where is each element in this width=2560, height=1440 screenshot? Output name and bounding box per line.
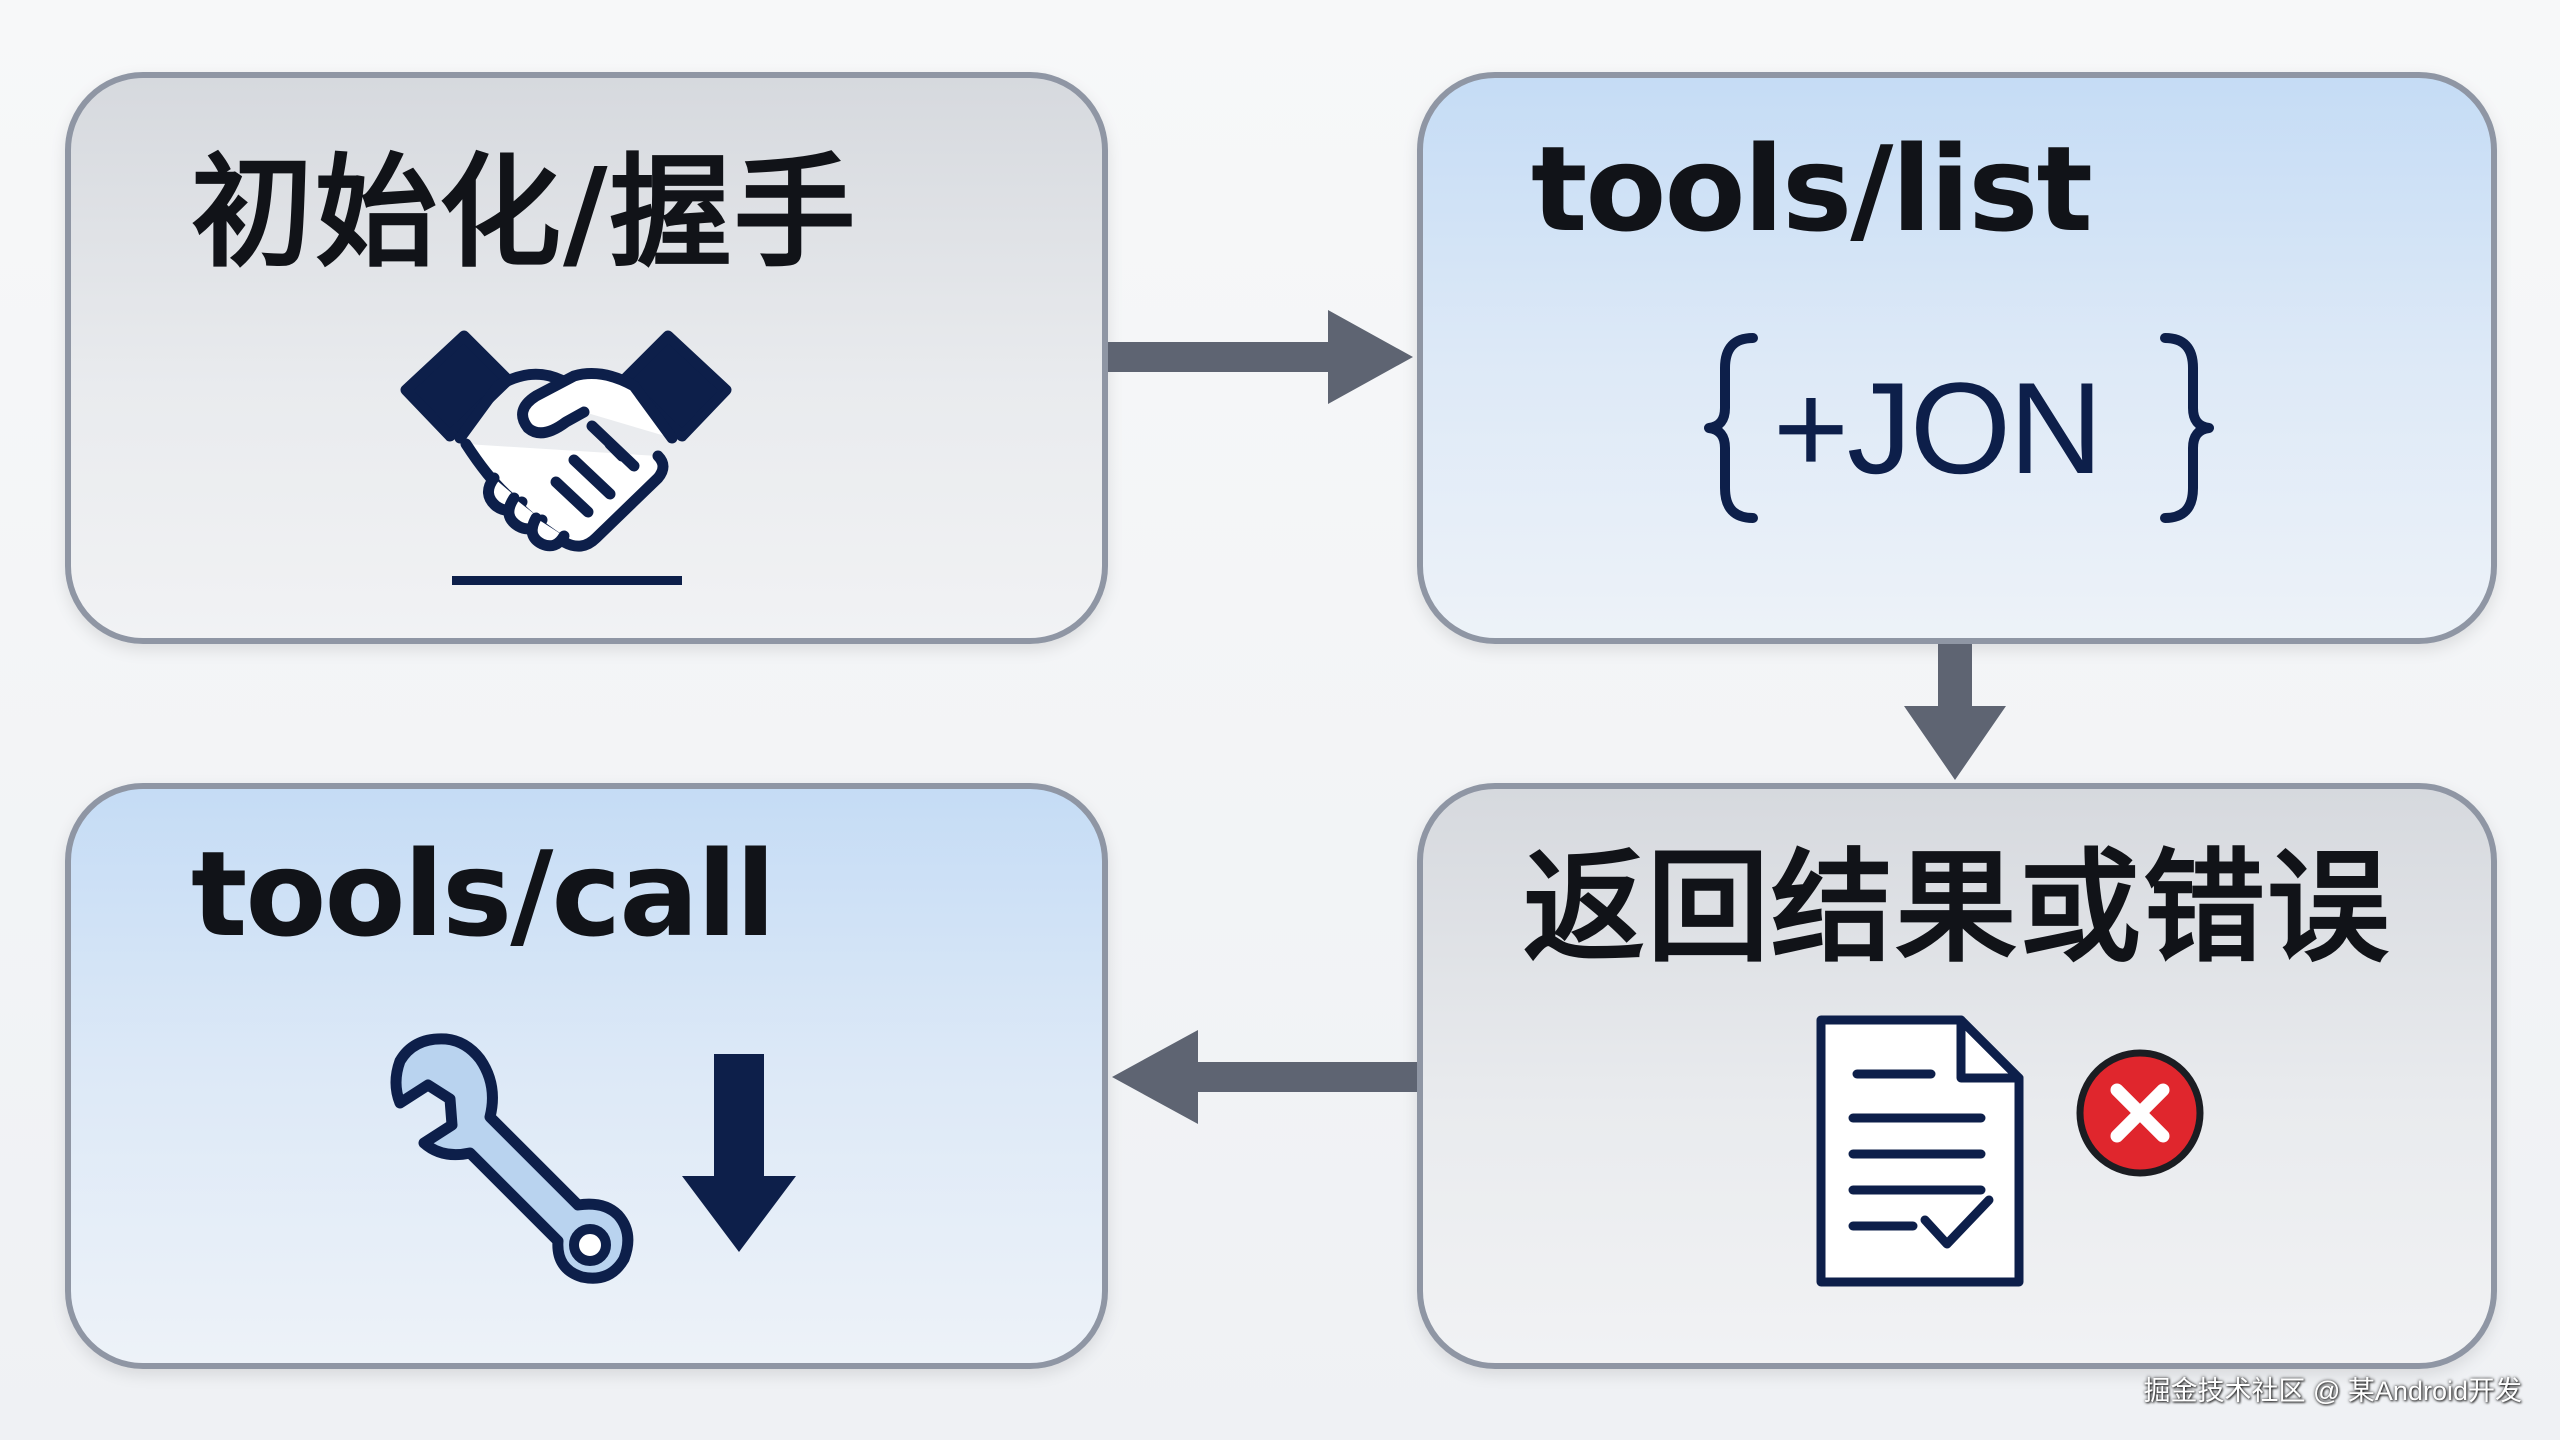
step-init-card: 初始化/握手 (65, 72, 1108, 644)
error-x-icon (2076, 1049, 2204, 1177)
step-result-title: 返回结果或错误 (1523, 837, 2391, 979)
document-check-icon (1816, 1015, 2024, 1287)
flow-arrow-right (1108, 310, 1413, 404)
watermark: 掘金技术社区 @ 某Android开发 (2143, 1376, 2522, 1406)
step-call-card: tools/call (65, 783, 1108, 1369)
step-result-card: 返回结果或错误 (1417, 783, 2497, 1369)
handshake-icon (400, 330, 732, 585)
json-icon-text: +JON (1773, 355, 2103, 501)
step-call-title: tools/call (191, 825, 776, 963)
step-list-card: tools/list +JON (1417, 72, 2497, 644)
wrench-icon (390, 1033, 634, 1284)
json-braces-icon: +JON (1703, 328, 2223, 528)
step-init-title: 初始化/握手 (191, 142, 858, 284)
flow-arrow-down (1904, 644, 2006, 780)
step-list-title: tools/list (1531, 120, 2093, 258)
flow-arrow-left (1112, 1030, 1417, 1124)
down-arrow-icon (682, 1054, 796, 1252)
